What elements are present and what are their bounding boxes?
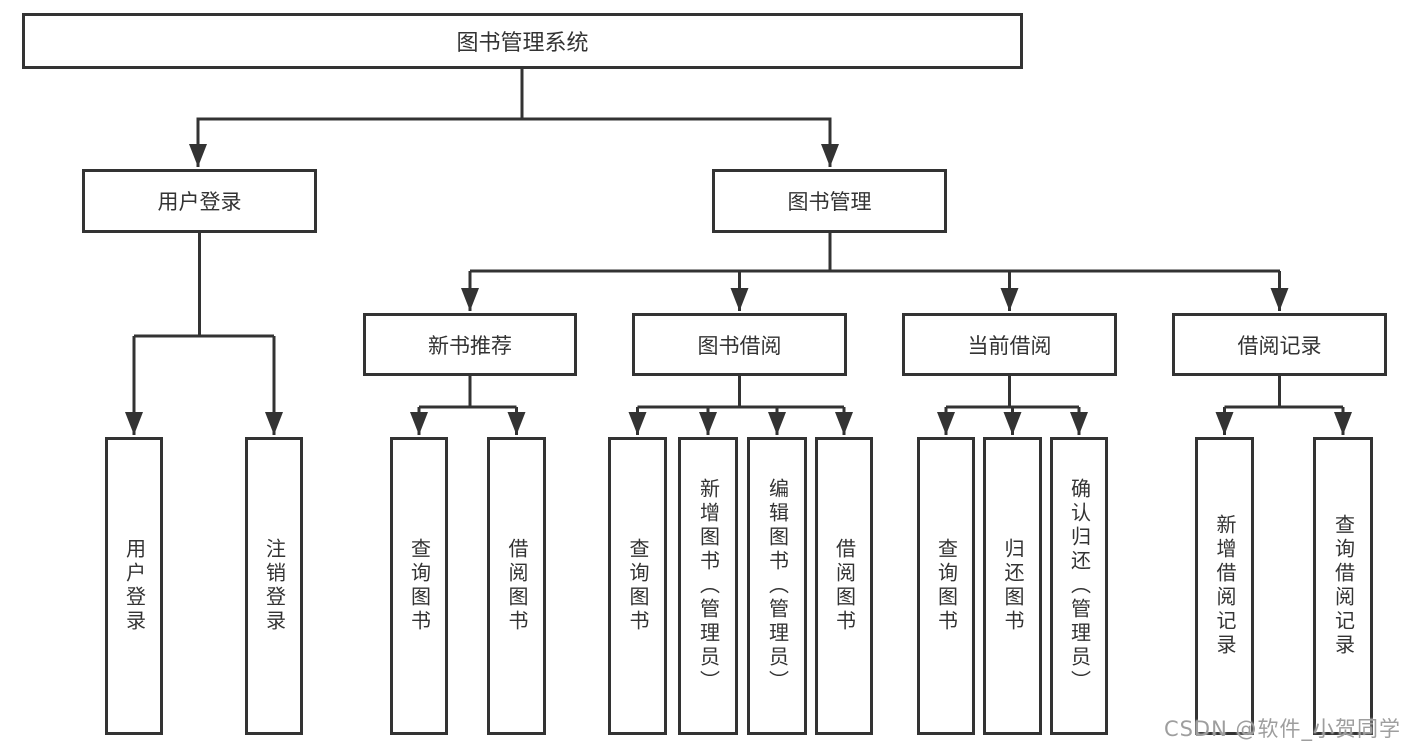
node-user-login: 用户登录 [82, 169, 317, 233]
node-library-system-label: 图书管理系统 [456, 31, 589, 56]
node-book-management-label: 图书管理 [787, 190, 872, 214]
node-current-borrow: 当前借阅 [902, 313, 1117, 376]
watermark: CSDN @软件_小贺同学 [1163, 717, 1401, 741]
node-new-book-recommend: 新书推荐 [363, 313, 577, 376]
leaf-query-borrow-record: 查询借阅记录 [1313, 437, 1373, 735]
node-book-management: 图书管理 [712, 169, 947, 233]
leaf-query-books-current: 查询图书 [917, 437, 975, 735]
leaf-query-books-borrow: 查询图书 [608, 437, 667, 735]
node-book-borrow-label: 图书借阅 [697, 333, 782, 358]
leaf-borrow-books-recommend: 借阅图书 [487, 437, 546, 735]
leaf-confirm-return-admin: 确认归还（管理员） [1050, 437, 1108, 735]
node-library-system: 图书管理系统 [22, 13, 1023, 69]
leaf-add-borrow-record: 新增借阅记录 [1195, 437, 1254, 735]
leaf-edit-books-admin: 编辑图书（管理员） [747, 437, 807, 735]
node-book-borrow: 图书借阅 [632, 313, 847, 376]
leaf-add-books-admin: 新增图书（管理员） [678, 437, 738, 735]
node-new-book-recommend-label: 新书推荐 [428, 333, 512, 358]
node-current-borrow-label: 当前借阅 [967, 333, 1052, 358]
leaf-borrow-books: 借阅图书 [815, 437, 873, 735]
leaf-logout: 注销登录 [245, 437, 303, 735]
leaf-return-books: 归还图书 [983, 437, 1042, 735]
leaf-query-books-recommend: 查询图书 [390, 437, 448, 735]
leaf-user-login: 用户登录 [105, 437, 163, 735]
node-user-login-label: 用户登录 [157, 190, 242, 214]
node-borrow-records-label: 借阅记录 [1237, 333, 1322, 358]
node-borrow-records: 借阅记录 [1172, 313, 1387, 376]
